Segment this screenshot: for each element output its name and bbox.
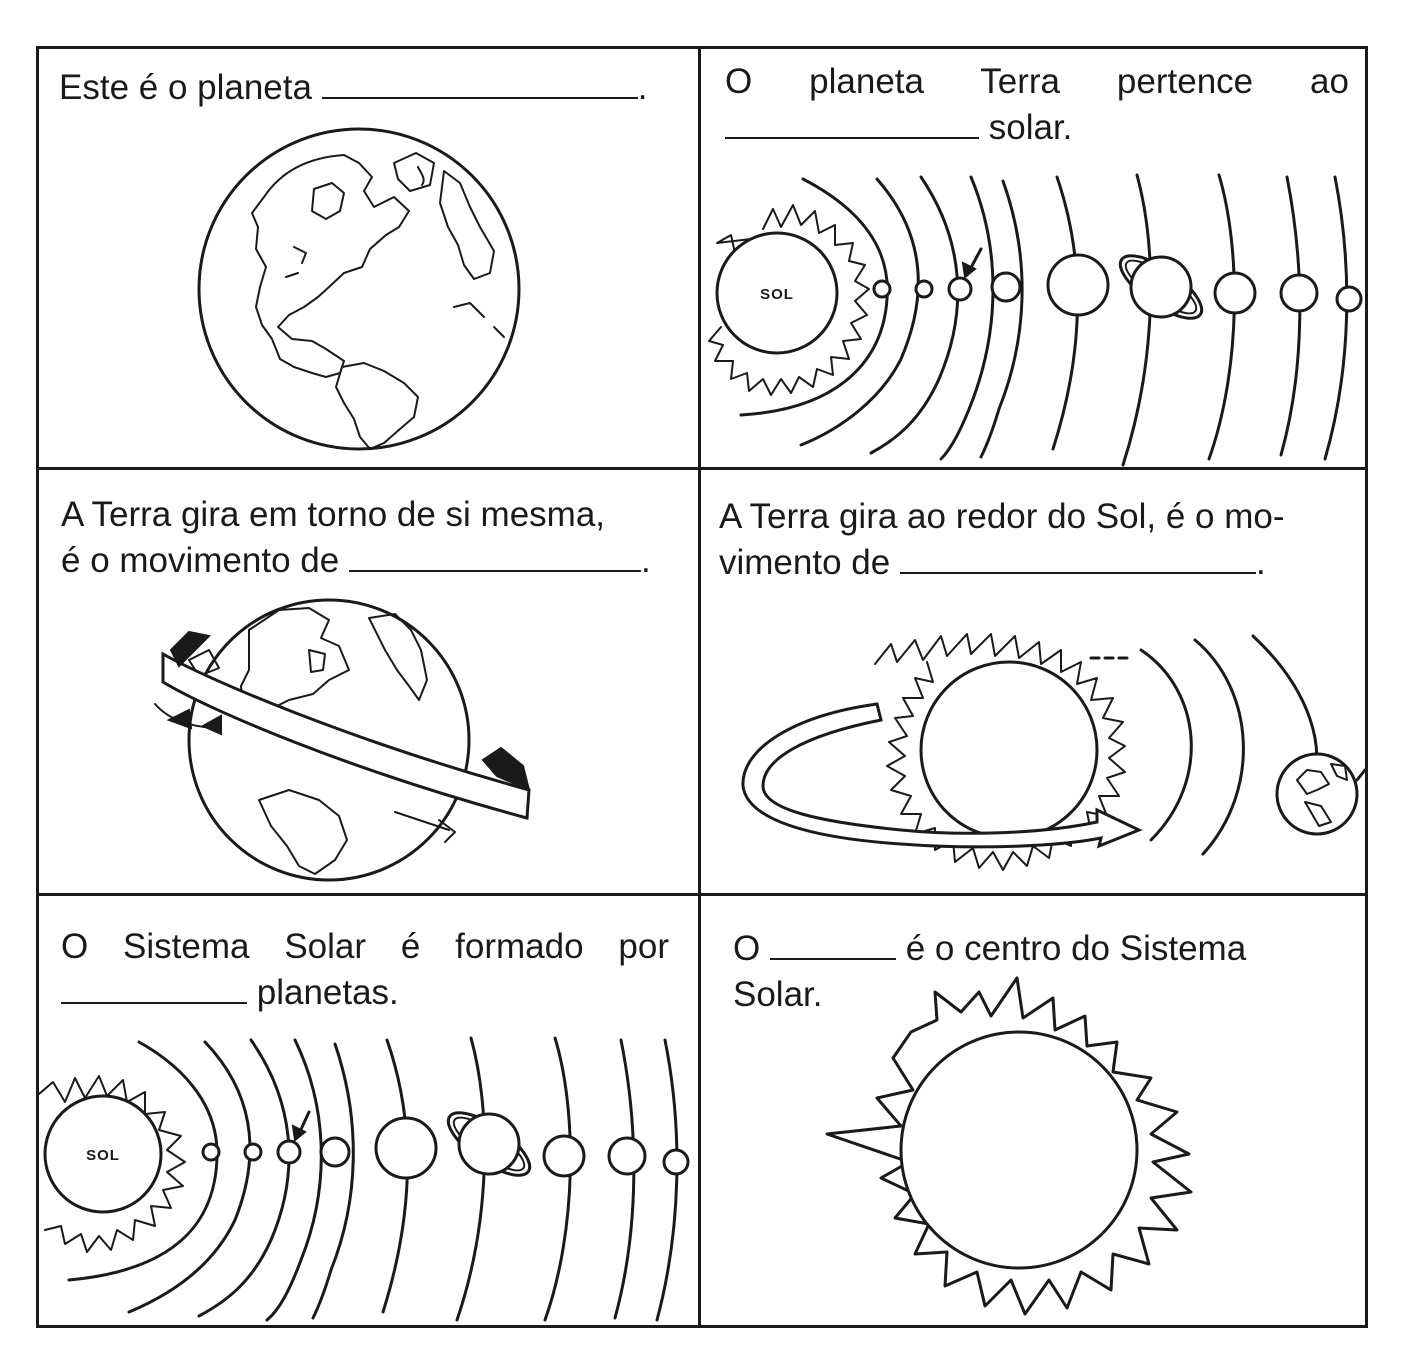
planet-uranus (542, 1134, 586, 1178)
sun-icon (874, 633, 1126, 871)
earth-globe-illustration (197, 127, 521, 451)
planet-neptune (1279, 273, 1319, 313)
question-card-sun: O é o centro do Sistema Solar. (701, 896, 1365, 1325)
question-6-line-2: Solar. (733, 975, 823, 1014)
question-1-prefix: Este é o planeta (59, 68, 312, 107)
sun-icon: SOL (708, 204, 870, 396)
question-4-prefix: vimento de (719, 543, 891, 582)
answer-blank-6[interactable] (769, 927, 896, 960)
planet-mars (319, 1136, 351, 1168)
answer-blank-3[interactable] (348, 539, 641, 572)
question-5-suffix: planetas. (256, 973, 399, 1012)
question-3-prefix: é o movimento de (61, 541, 340, 580)
planet-earth (947, 276, 973, 302)
worksheet-frame (36, 46, 1368, 1328)
planet-pluto (662, 1148, 690, 1176)
sun-label: SOL (86, 1147, 120, 1164)
planet-jupiter (1046, 253, 1110, 317)
sun-icon: SOL (39, 1075, 186, 1253)
question-3-line-1: A Terra gira em torno de si mesma, (61, 495, 606, 534)
solar-system-illustration: SOL (708, 173, 1363, 467)
sun-label: SOL (760, 286, 794, 303)
question-2-suffix: solar. (988, 108, 1073, 147)
answer-blank-4[interactable] (899, 541, 1256, 574)
planet-mercury (872, 279, 892, 299)
answer-blank-5[interactable] (61, 971, 247, 1004)
question-card-solar-system: O planeta Terra pertence ao solar. SOL (701, 49, 1365, 467)
question-6-suffix: é o centro do Sistema (905, 929, 1247, 968)
question-5-line-2: planetas. (61, 970, 399, 1016)
question-card-translation: A Terra gira ao redor do Sol, é o mo- vi… (701, 470, 1365, 893)
planet-venus (243, 1142, 263, 1162)
planet-earth (276, 1139, 302, 1165)
question-1-suffix: . (637, 68, 648, 107)
planet-uranus (1213, 271, 1257, 315)
question-3-suffix: . (640, 541, 651, 580)
question-1-text: Este é o planeta . (59, 65, 679, 111)
solar-system-illustration-2: SOL (39, 1036, 690, 1322)
question-6-prefix: O (733, 929, 761, 968)
question-4-line-2: vimento de . (719, 540, 1266, 586)
row-divider-1 (36, 467, 1368, 470)
planet-mercury (201, 1142, 221, 1162)
planet-neptune (607, 1136, 647, 1176)
question-2-line-1: O planeta Terra pertence ao (725, 62, 1349, 101)
question-5-line-1: O Sistema Solar é formado por (61, 927, 669, 966)
question-card-planet-count: O Sistema Solar é formado por planetas. … (39, 896, 698, 1325)
question-4-suffix: . (1255, 543, 1266, 582)
planet-saturn (1118, 254, 1204, 320)
row-divider-2 (36, 893, 1368, 896)
question-4-line-1: A Terra gira ao redor do Sol, é o mo- (719, 497, 1285, 536)
question-card-planet-earth: Este é o planeta . (39, 49, 698, 467)
answer-blank-1[interactable] (321, 66, 638, 99)
sun-icon (825, 976, 1193, 1316)
planet-pluto (1335, 285, 1363, 313)
column-divider (698, 46, 701, 1328)
sun-illustration (825, 976, 1193, 1316)
answer-blank-2[interactable] (725, 106, 979, 139)
planet-mars (990, 271, 1022, 303)
question-6-line-1: O é o centro do Sistema (733, 926, 1246, 972)
earth-rotation-illustration (154, 598, 531, 882)
question-card-rotation: A Terra gira em torno de si mesma, é o m… (39, 470, 698, 893)
earth-icon (1275, 752, 1365, 836)
planet-saturn (446, 1111, 532, 1177)
question-3-line-2: é o movimento de . (61, 538, 651, 584)
planet-venus (914, 279, 934, 299)
earth-orbit-illustration (741, 633, 1365, 871)
question-2-line-2: solar. (725, 105, 1072, 151)
planet-jupiter (374, 1116, 438, 1180)
